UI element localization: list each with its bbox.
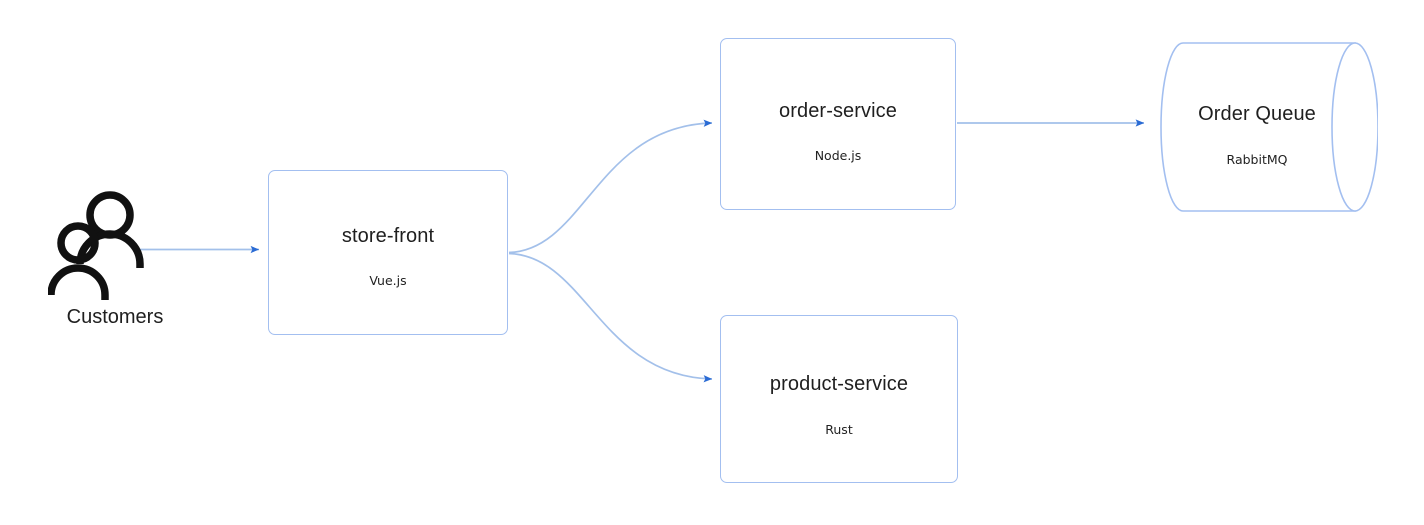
node-store-front-subtitle: Vue.js bbox=[369, 273, 407, 288]
node-store-front[interactable]: store-front Vue.js bbox=[268, 170, 508, 335]
customers-label: Customers bbox=[66, 306, 164, 328]
node-product-service-title: product-service bbox=[769, 373, 909, 395]
node-order-service[interactable]: order-service Node.js bbox=[720, 38, 956, 210]
cylinder-shape bbox=[1160, 42, 1378, 212]
node-store-front-title: store-front bbox=[341, 225, 435, 247]
node-order-queue-subtitle: RabbitMQ bbox=[1226, 152, 1288, 167]
edge-store-front-to-product-service bbox=[508, 252, 713, 383]
node-customers[interactable]: Customers bbox=[40, 190, 180, 335]
node-order-queue[interactable]: Order Queue RabbitMQ bbox=[1160, 42, 1378, 212]
node-product-service[interactable]: product-service Rust bbox=[720, 315, 958, 483]
node-order-queue-title: Order Queue bbox=[1198, 103, 1316, 125]
order-queue-text-wrap: Order Queue RabbitMQ bbox=[1182, 42, 1332, 212]
edge-store-front-to-order-service bbox=[508, 119, 713, 254]
node-order-service-subtitle: Node.js bbox=[814, 148, 862, 163]
node-order-service-title: order-service bbox=[779, 100, 897, 122]
two-people-icon bbox=[48, 191, 144, 300]
node-product-service-subtitle: Rust bbox=[825, 422, 853, 437]
